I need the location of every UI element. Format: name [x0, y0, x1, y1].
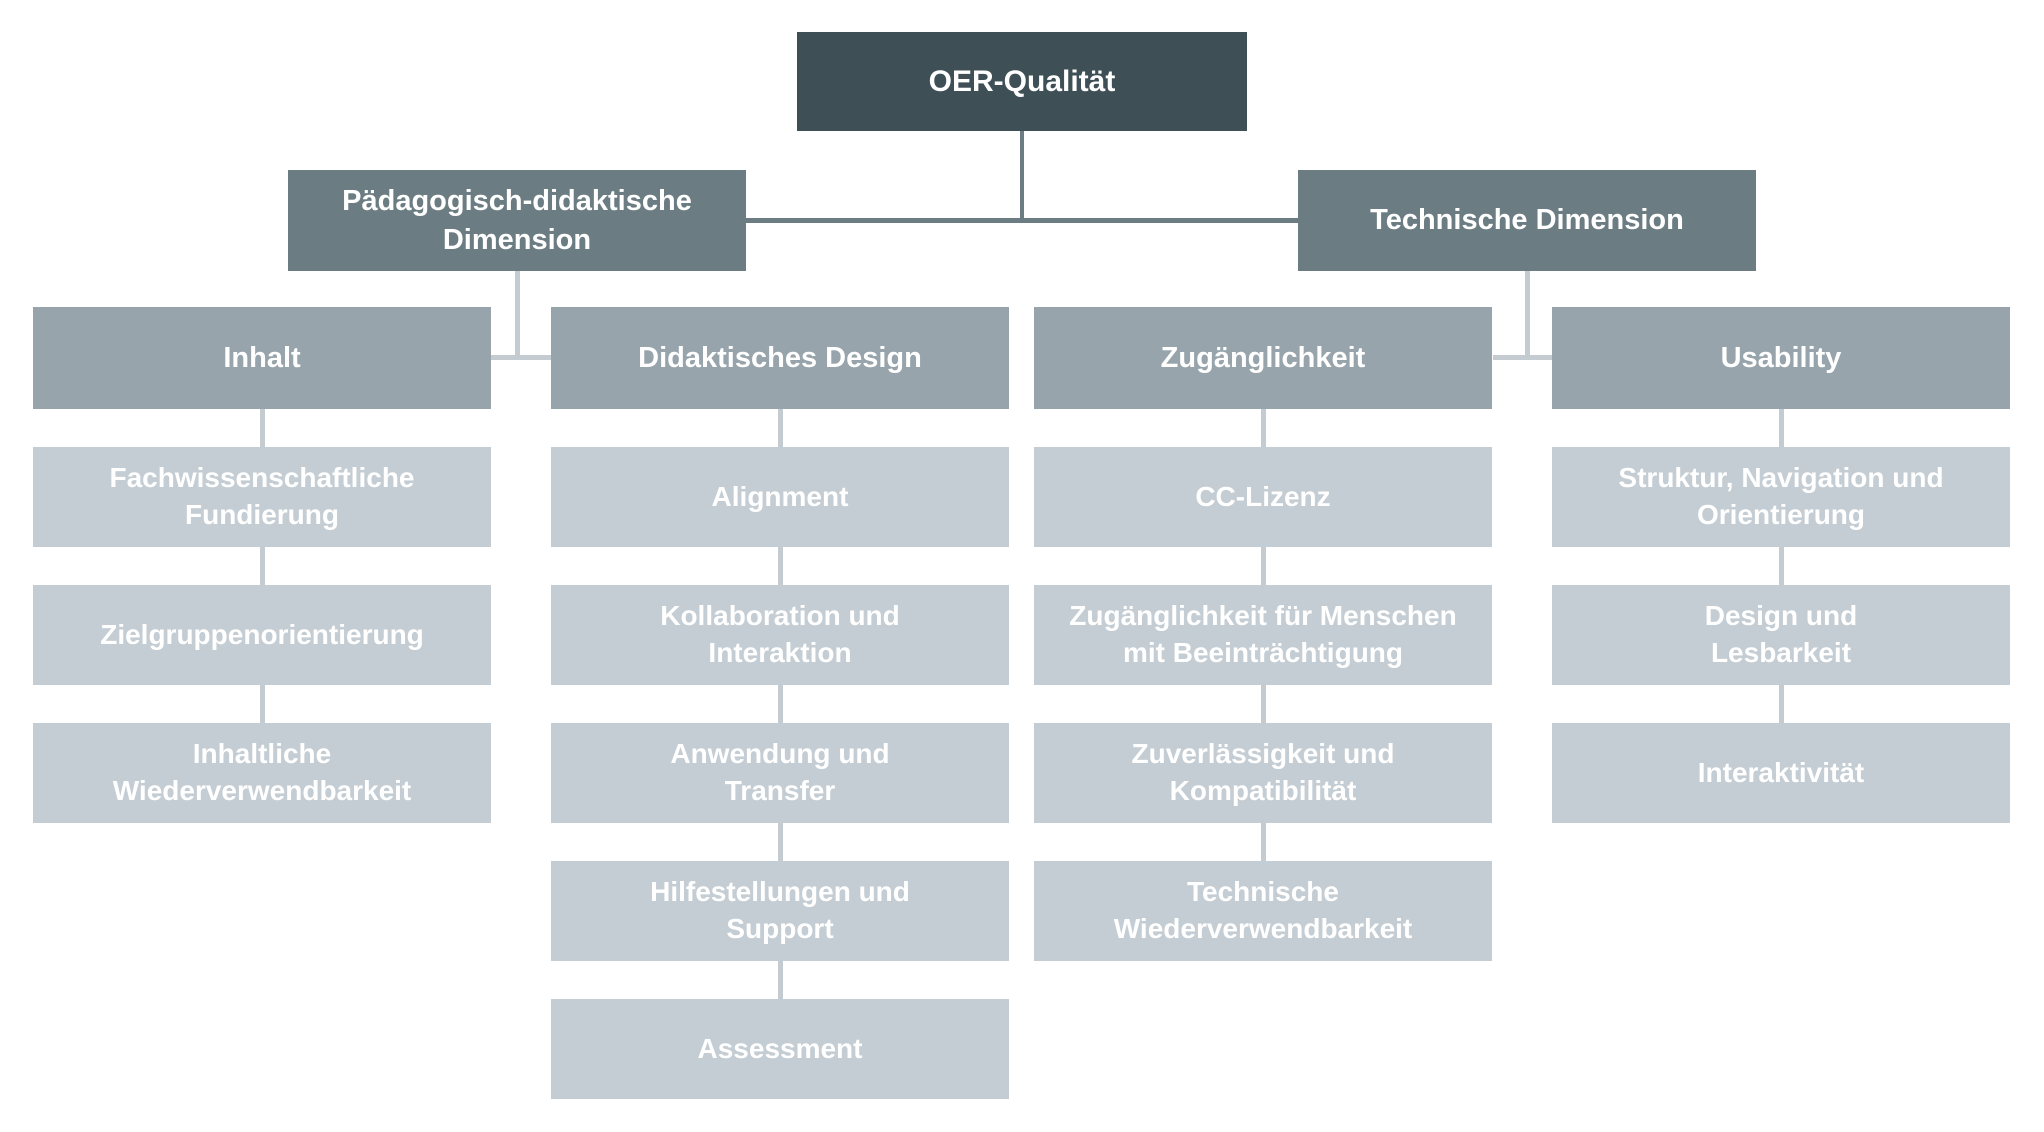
item-node-anwendung-und-transfer: Anwendung und Transfer	[551, 723, 1009, 823]
connector-dim2-vertical	[1525, 271, 1530, 360]
connector-col1-stub	[260, 409, 265, 447]
connector-col4-stub	[1779, 547, 1784, 585]
connector-categories-right-horizontal	[1493, 355, 1553, 360]
item-node-cc-lizenz: CC-Lizenz	[1034, 447, 1492, 547]
connector-col2-stub	[778, 823, 783, 861]
category-node-usability: Usability	[1552, 307, 2010, 409]
item-node-technische-wiederverwendbarkeit: Technische Wiederverwendbarkeit	[1034, 861, 1492, 961]
connector-col3-stub	[1261, 823, 1266, 861]
item-node-alignment: Alignment	[551, 447, 1009, 547]
item-node-hilfestellungen-und-support: Hilfestellungen und Support	[551, 861, 1009, 961]
connector-col3-stub	[1261, 547, 1266, 585]
connector-col3-stub	[1261, 409, 1266, 447]
connector-col4-stub	[1779, 409, 1784, 447]
connector-col2-stub	[778, 685, 783, 723]
dimension-node-technisch: Technische Dimension	[1298, 170, 1756, 271]
category-node-zugaenglichkeit: Zugänglichkeit	[1034, 307, 1492, 409]
connector-col2-stub	[778, 961, 783, 999]
connector-col2-stub	[778, 409, 783, 447]
connector-col1-stub	[260, 547, 265, 585]
item-node-assessment: Assessment	[551, 999, 1009, 1099]
item-node-zuverlaessigkeit-und-kompatibilitaet: Zuverlässigkeit und Kompatibilität	[1034, 723, 1492, 823]
connector-dim1-vertical	[515, 271, 520, 360]
item-node-zugaenglichkeit-fuer-menschen: Zugänglichkeit für Menschen mit Beeinträ…	[1034, 585, 1492, 685]
category-node-didaktisches-design: Didaktisches Design	[551, 307, 1009, 409]
item-node-design-und-lesbarkeit: Design und Lesbarkeit	[1552, 585, 2010, 685]
connector-root-vertical	[1020, 130, 1024, 223]
connector-col3-stub	[1261, 685, 1266, 723]
item-node-kollaboration-und-interaktion: Kollaboration und Interaktion	[551, 585, 1009, 685]
item-node-inhaltliche-wiederverwendbarkeit: Inhaltliche Wiederverwendbarkeit	[33, 723, 491, 823]
item-node-zielgruppenorientierung: Zielgruppenorientierung	[33, 585, 491, 685]
root-node-oer-qualitaet: OER-Qualität	[797, 32, 1247, 131]
item-node-fachwissenschaftliche-fundierung: Fachwissenschaftliche Fundierung	[33, 447, 491, 547]
connector-dimensions-horizontal	[746, 218, 1298, 223]
connector-col1-stub	[260, 685, 265, 723]
item-node-struktur-navigation-orientierung: Struktur, Navigation und Orientierung	[1552, 447, 2010, 547]
connector-categories-left-horizontal	[491, 355, 551, 360]
item-node-interaktivitaet: Interaktivität	[1552, 723, 2010, 823]
dimension-node-paedagogisch-didaktisch: Pädagogisch-didaktische Dimension	[288, 170, 746, 271]
connector-col4-stub	[1779, 685, 1784, 723]
category-node-inhalt: Inhalt	[33, 307, 491, 409]
connector-col2-stub	[778, 547, 783, 585]
